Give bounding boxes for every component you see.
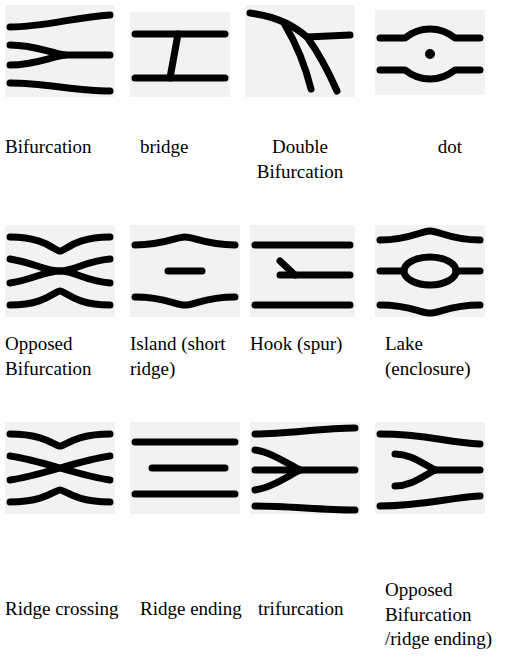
- minutia-caption: Lake (enclosure): [385, 332, 495, 381]
- bridge-figure: [130, 12, 230, 97]
- dot-figure: [375, 10, 485, 95]
- ridge-crossing-figure: [5, 422, 115, 514]
- minutia-caption: dot: [410, 135, 490, 160]
- minutia-caption: Double Bifurcation: [245, 135, 355, 184]
- minutia-caption: Hook (spur): [250, 332, 375, 357]
- bifurcation-figure: [5, 5, 115, 97]
- minutia-caption: Opposed Bifurcation: [5, 332, 115, 381]
- double-bifurcation-figure: [245, 5, 355, 97]
- minutia-caption: Ridge ending: [140, 597, 255, 622]
- minutia-caption: Ridge crossing: [5, 597, 137, 622]
- trifurcation-figure: [250, 422, 360, 514]
- island-figure: [130, 225, 240, 317]
- hook-figure: [250, 225, 355, 317]
- minutia-caption: trifurcation: [258, 597, 378, 622]
- minutia-caption: Island (short ridge): [130, 332, 242, 381]
- minutia-caption: Opposed Bifurcation /ridge ending): [385, 578, 503, 652]
- lake-figure: [375, 225, 485, 317]
- opposed-bifurcation-figure: [5, 225, 115, 317]
- opposed-bifurcation-ridge-ending-figure: [375, 422, 485, 514]
- minutia-caption: bridge: [140, 135, 225, 160]
- minutia-caption: Bifurcation: [5, 135, 120, 160]
- ridge-ending-figure: [130, 422, 240, 514]
